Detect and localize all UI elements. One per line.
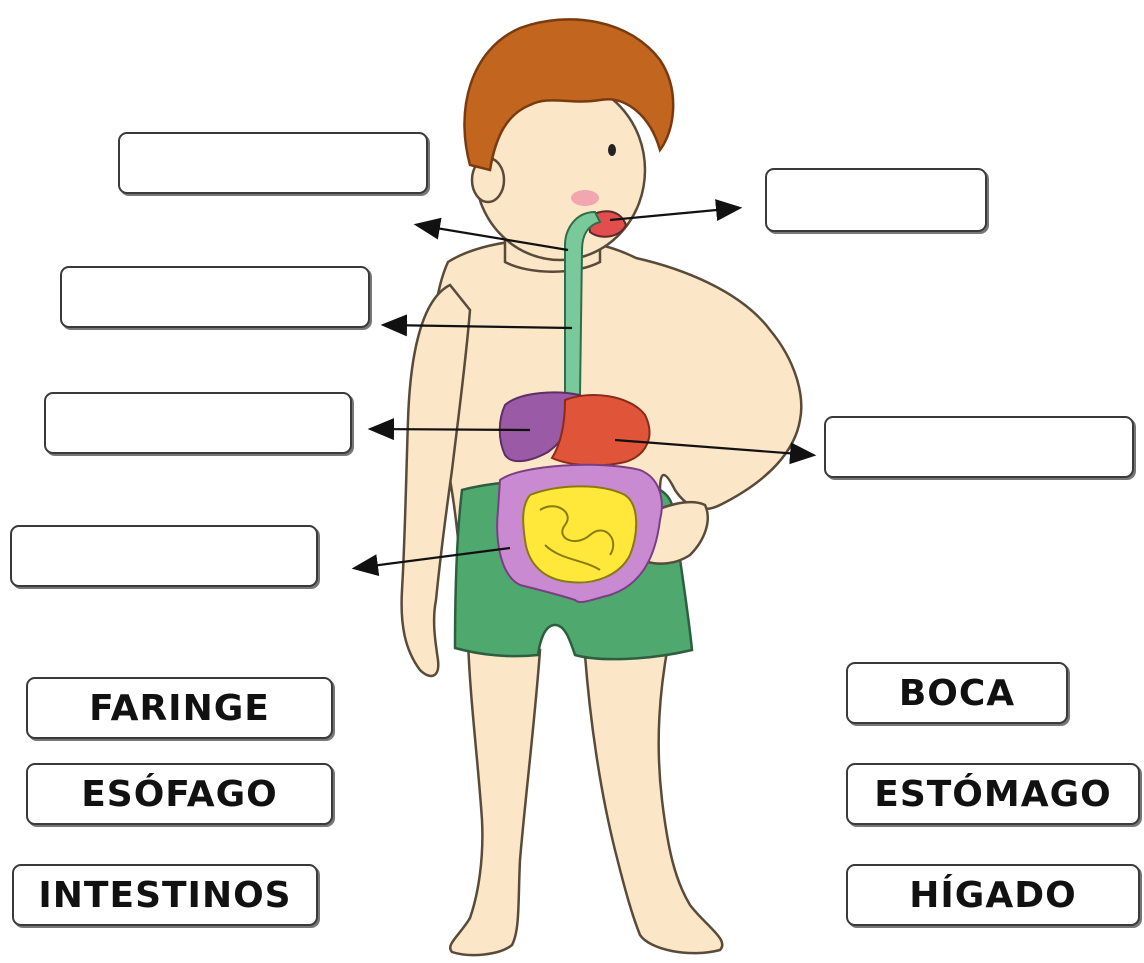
word-card-label: HÍGADO (909, 875, 1076, 916)
answer-box-pharynx[interactable] (118, 132, 428, 194)
word-card-intestinos[interactable]: INTESTINOS (12, 864, 318, 926)
small-intestine (523, 486, 636, 582)
answer-box-intestines[interactable] (10, 525, 318, 587)
arrow-liver (372, 429, 530, 430)
word-card-faringe[interactable]: FARINGE (26, 677, 333, 739)
word-card-label: ESÓFAGO (81, 774, 278, 815)
word-card-higado[interactable]: HÍGADO (846, 864, 1140, 926)
answer-box-esophagus[interactable] (60, 266, 370, 328)
left-leg (585, 645, 722, 953)
eye (608, 144, 616, 156)
cheek (571, 190, 599, 206)
word-card-label: FARINGE (89, 688, 270, 729)
word-card-label: INTESTINOS (38, 875, 291, 916)
legs (450, 640, 722, 955)
word-card-label: BOCA (899, 673, 1015, 714)
word-card-boca[interactable]: BOCA (846, 662, 1068, 724)
answer-box-liver[interactable] (44, 392, 352, 454)
word-card-esofago[interactable]: ESÓFAGO (26, 763, 333, 825)
right-leg (450, 640, 540, 955)
word-card-label: ESTÓMAGO (874, 774, 1112, 815)
stomach (552, 395, 649, 465)
word-card-estomago[interactable]: ESTÓMAGO (846, 763, 1140, 825)
answer-box-stomach[interactable] (824, 416, 1134, 478)
answer-box-mouth[interactable] (765, 168, 987, 232)
